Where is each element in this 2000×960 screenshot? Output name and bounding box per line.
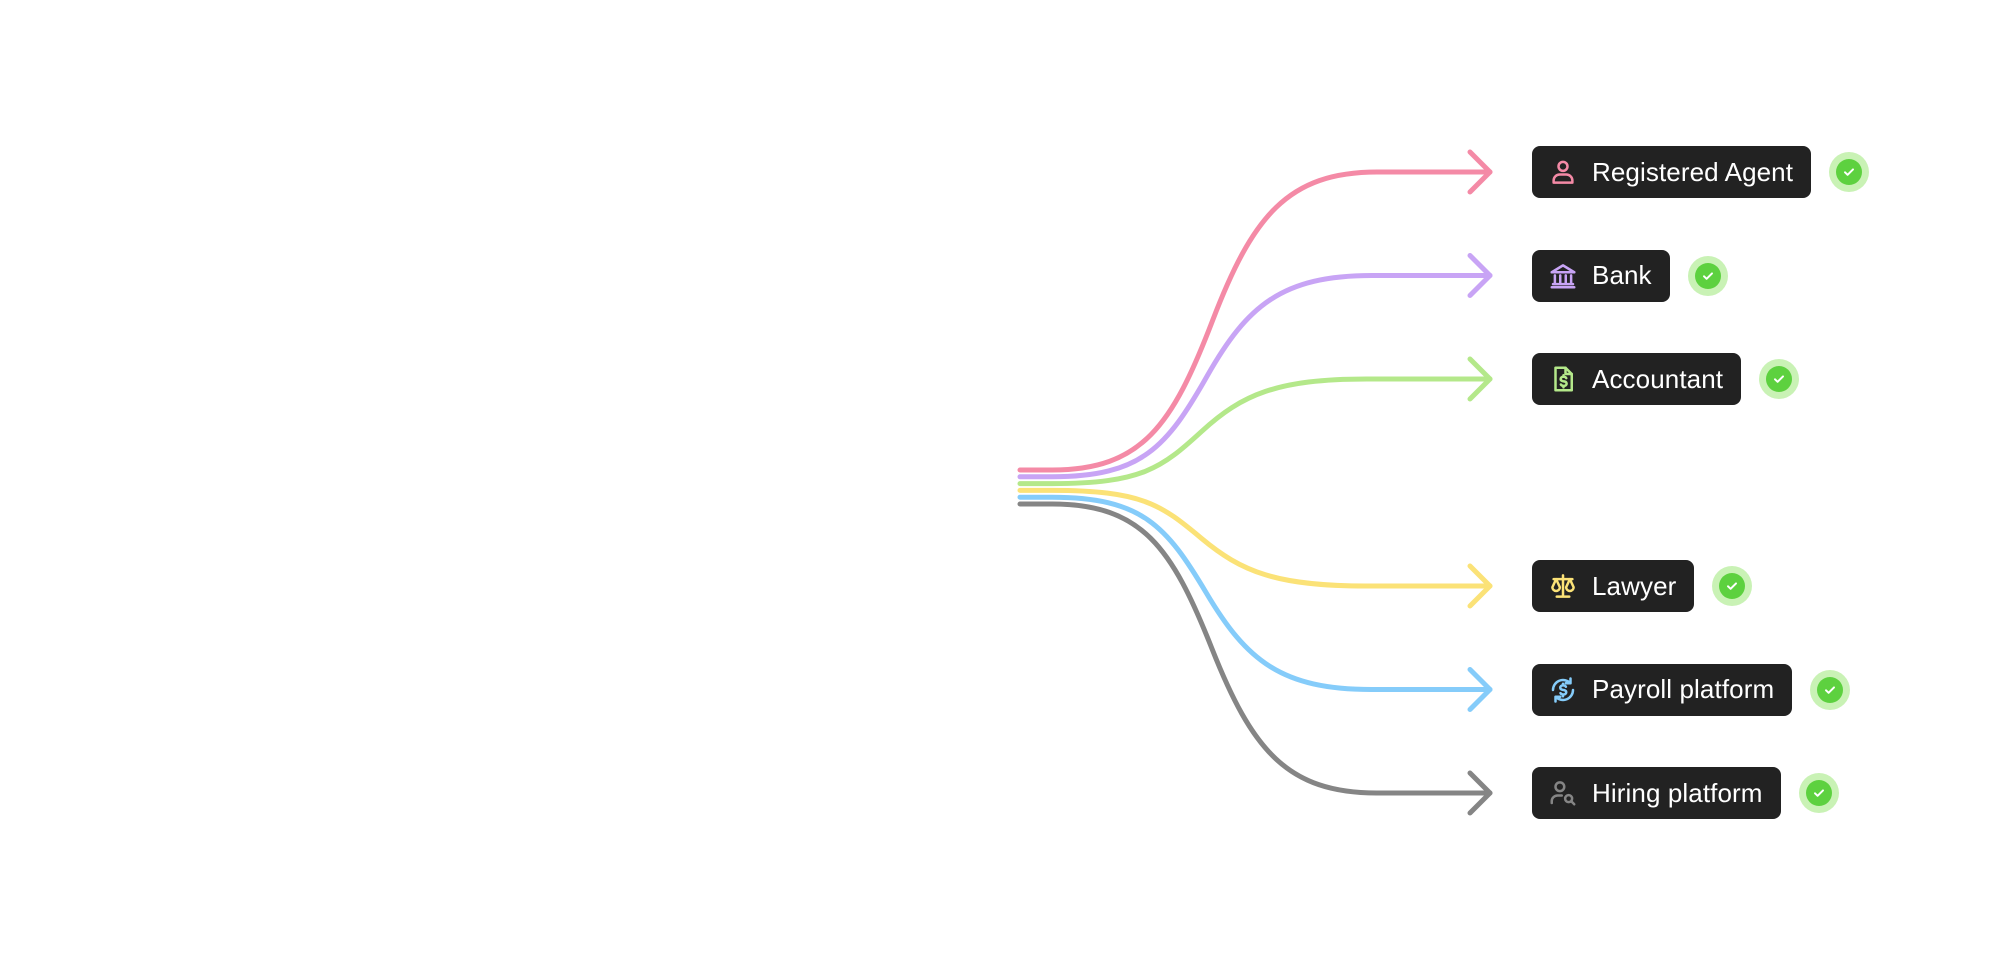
arrowhead (1467, 563, 1493, 609)
check-icon (1712, 566, 1753, 606)
arrowhead (1467, 770, 1493, 816)
arrowhead (1467, 356, 1493, 402)
target-pill[interactable]: Registered Agent (1532, 146, 1812, 198)
target-node: Accountant (1532, 353, 1800, 405)
target-node: Lawyer (1532, 560, 1753, 612)
target-node: Hiring platform (1532, 767, 1839, 819)
connector-line (1017, 376, 1493, 487)
target-label: Lawyer (1592, 570, 1677, 601)
person-search-icon (1548, 778, 1578, 808)
scales-icon (1548, 571, 1578, 601)
connector-line (1017, 169, 1493, 473)
arrowhead (1467, 253, 1493, 298)
target-pill[interactable]: Payroll platform (1532, 663, 1793, 716)
target-node: Bank (1532, 249, 1728, 302)
target-pill[interactable]: Hiring platform (1532, 767, 1781, 819)
target-label: Payroll platform (1592, 674, 1775, 704)
target-pill[interactable]: Bank (1532, 249, 1670, 302)
target-label: Bank (1592, 260, 1652, 290)
check-icon (1759, 359, 1800, 399)
connector-line (1017, 273, 1493, 480)
target-node: Registered Agent (1532, 146, 1870, 198)
arrowhead (1467, 149, 1493, 195)
check-icon (1829, 152, 1870, 192)
person-icon (1548, 157, 1578, 187)
connector-line (1017, 494, 1493, 692)
target-label: Hiring platform (1592, 777, 1763, 808)
target-label: Registered Agent (1592, 156, 1794, 187)
target-pill[interactable]: Lawyer (1532, 560, 1695, 612)
check-icon (1810, 669, 1851, 710)
connector-line (1017, 501, 1493, 796)
target-node: Payroll platform (1532, 663, 1851, 716)
connector-line (1017, 487, 1493, 589)
check-icon (1687, 255, 1728, 296)
dollar-sync-icon (1548, 675, 1578, 705)
target-pill[interactable]: Accountant (1532, 353, 1742, 405)
bank-icon (1548, 261, 1578, 291)
target-label: Accountant (1592, 363, 1724, 394)
dollar-document-icon (1548, 364, 1578, 394)
check-icon (1798, 773, 1839, 813)
arrowhead (1467, 667, 1493, 712)
